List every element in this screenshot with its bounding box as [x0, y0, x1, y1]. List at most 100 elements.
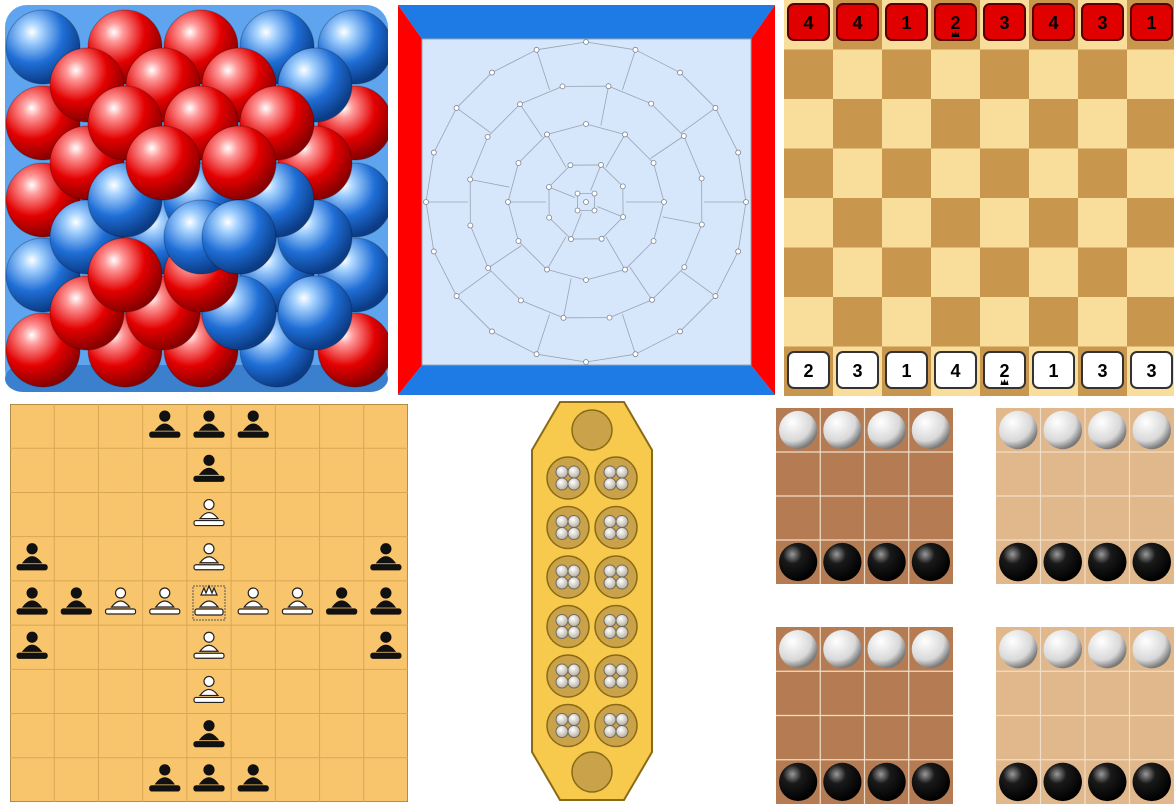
board-square[interactable] — [980, 50, 1029, 100]
board-square[interactable] — [980, 297, 1029, 347]
black-stone[interactable] — [779, 543, 817, 581]
mancala-pit[interactable] — [595, 556, 637, 598]
black-stone[interactable] — [1088, 543, 1127, 582]
board-square[interactable] — [1078, 198, 1127, 248]
board-node[interactable] — [651, 161, 656, 166]
board-node[interactable] — [584, 278, 589, 283]
mancala-svg[interactable] — [530, 400, 654, 802]
white-stone[interactable] — [1044, 630, 1083, 669]
small-board-3[interactable] — [776, 627, 953, 804]
white-number-piece[interactable]: 3 — [1131, 352, 1172, 388]
board-square[interactable] — [833, 50, 882, 100]
board-square[interactable] — [1078, 149, 1127, 199]
board-square[interactable] — [1029, 50, 1078, 100]
board-square[interactable] — [1078, 99, 1127, 149]
small-board-4[interactable] — [996, 627, 1174, 804]
board-node[interactable] — [534, 47, 539, 52]
board-square[interactable] — [833, 99, 882, 149]
board-node[interactable] — [547, 215, 552, 220]
white-stone[interactable] — [912, 411, 950, 449]
board-square[interactable] — [1127, 50, 1174, 100]
board-square[interactable] — [1029, 297, 1078, 347]
red-ball[interactable] — [88, 238, 162, 312]
white-stone[interactable] — [999, 630, 1038, 669]
red-number-piece[interactable]: 4 — [1033, 4, 1074, 40]
black-stone[interactable] — [823, 543, 861, 581]
white-number-piece[interactable]: 2 — [984, 352, 1025, 388]
white-stone[interactable] — [823, 630, 861, 668]
board-node[interactable] — [454, 294, 459, 299]
board-square[interactable] — [882, 198, 931, 248]
board-square[interactable] — [784, 248, 833, 298]
black-stone[interactable] — [912, 543, 950, 581]
small-board-svg[interactable] — [996, 627, 1174, 804]
white-stone[interactable] — [823, 411, 861, 449]
small-board-svg[interactable] — [776, 408, 953, 584]
red-number-piece[interactable]: 1 — [1131, 4, 1172, 40]
board-node[interactable] — [699, 222, 704, 227]
white-stone[interactable] — [779, 411, 817, 449]
white-stone[interactable] — [1088, 630, 1127, 669]
board-square[interactable] — [931, 297, 980, 347]
board-node[interactable] — [621, 214, 626, 219]
white-stone[interactable] — [912, 630, 950, 668]
board-square[interactable] — [1127, 297, 1174, 347]
board-node[interactable] — [592, 191, 597, 196]
mancala-pit[interactable] — [547, 655, 589, 697]
board-node[interactable] — [649, 101, 654, 106]
board-square[interactable] — [1078, 50, 1127, 100]
board-node[interactable] — [569, 237, 574, 242]
board-node[interactable] — [649, 297, 654, 302]
board-node[interactable] — [584, 360, 589, 365]
board-square[interactable] — [784, 50, 833, 100]
mancala-pit[interactable] — [595, 655, 637, 697]
board-square[interactable] — [882, 149, 931, 199]
board-node[interactable] — [713, 294, 718, 299]
black-stone[interactable] — [1044, 763, 1083, 802]
board-node[interactable] — [623, 267, 628, 272]
board-node[interactable] — [486, 265, 491, 270]
red-ball[interactable] — [202, 126, 276, 200]
board-node[interactable] — [607, 315, 612, 320]
board-node[interactable] — [560, 84, 565, 89]
board-node[interactable] — [546, 185, 551, 190]
board-node[interactable] — [468, 177, 473, 182]
tafl-svg[interactable] — [10, 404, 408, 802]
board-square[interactable] — [1029, 198, 1078, 248]
board-node[interactable] — [575, 191, 580, 196]
board-square[interactable] — [1078, 297, 1127, 347]
white-stone[interactable] — [1044, 411, 1083, 450]
white-stone[interactable] — [1133, 630, 1172, 669]
board-square[interactable] — [1029, 149, 1078, 199]
small-board-2[interactable] — [996, 408, 1174, 584]
board-node[interactable] — [678, 329, 683, 334]
mancala-pit[interactable] — [547, 606, 589, 648]
white-stone[interactable] — [1133, 411, 1172, 450]
white-stone[interactable] — [868, 630, 906, 668]
board-node[interactable] — [736, 249, 741, 254]
board-node[interactable] — [568, 163, 573, 168]
board-node[interactable] — [516, 161, 521, 166]
red-number-piece[interactable]: 3 — [984, 4, 1025, 40]
board-square[interactable] — [784, 99, 833, 149]
white-stone[interactable] — [1088, 411, 1127, 450]
store-top[interactable] — [572, 410, 612, 450]
small-board-1[interactable] — [776, 408, 953, 584]
black-stone[interactable] — [999, 763, 1038, 802]
board-square[interactable] — [980, 248, 1029, 298]
board-node[interactable] — [489, 329, 494, 334]
board-square[interactable] — [931, 248, 980, 298]
board-square[interactable] — [931, 149, 980, 199]
red-number-piece[interactable]: 3 — [1082, 4, 1123, 40]
black-stone[interactable] — [868, 543, 906, 581]
mancala-pit[interactable] — [595, 606, 637, 648]
small-board-svg[interactable] — [776, 627, 953, 804]
board-node[interactable] — [468, 223, 473, 228]
white-number-piece[interactable]: 3 — [837, 352, 878, 388]
board-square[interactable] — [882, 99, 931, 149]
store-bottom[interactable] — [572, 752, 612, 792]
board-node[interactable] — [633, 352, 638, 357]
board-square[interactable] — [1029, 99, 1078, 149]
board-node[interactable] — [561, 315, 566, 320]
